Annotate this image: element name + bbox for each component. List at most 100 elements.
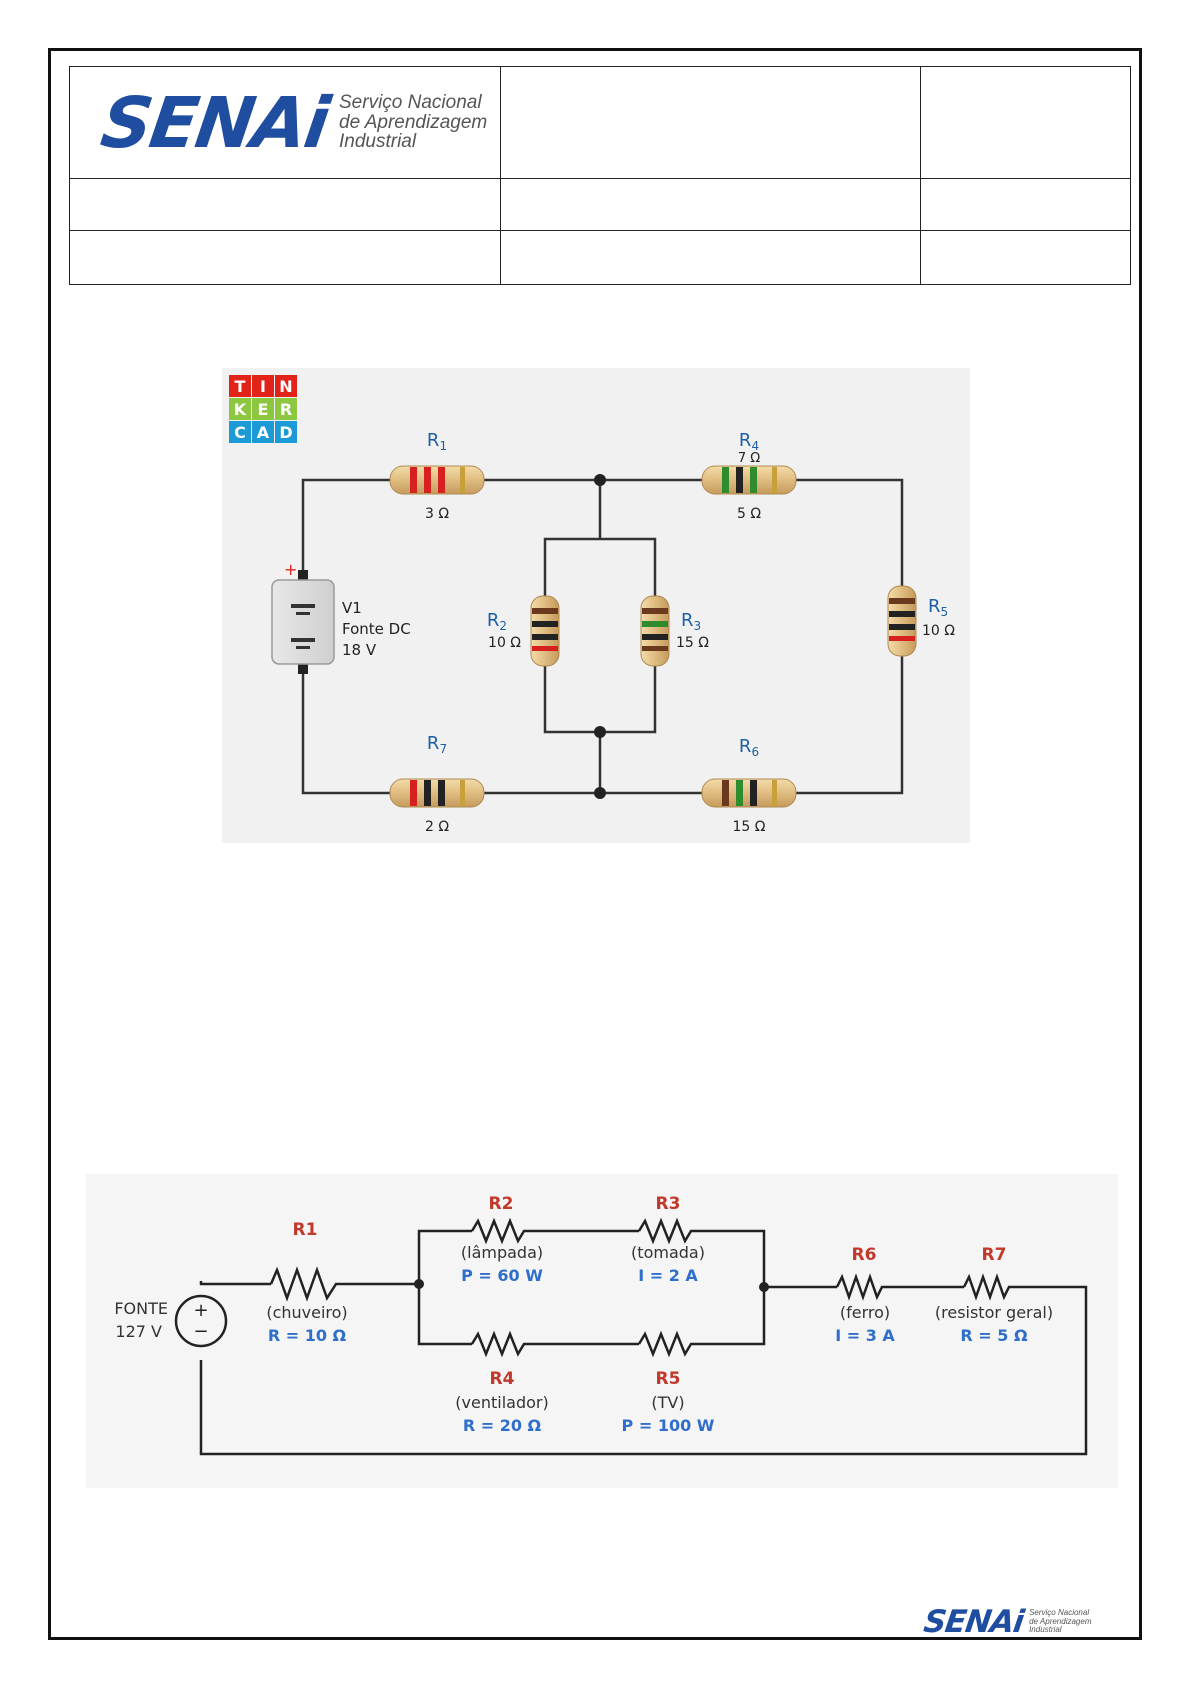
tinkercad-tile: K	[229, 398, 251, 420]
schematic-svg: + − FONTE 127 V R1 (chuveiro) R = 10 Ω R…	[114, 1194, 1088, 1456]
battery-name-label: V1	[342, 599, 362, 617]
header-title-cell	[500, 66, 921, 179]
r4-zigzag	[470, 1330, 530, 1358]
circuit-junctions	[594, 474, 606, 799]
wire	[796, 656, 904, 795]
junction-dot	[594, 787, 606, 799]
wire	[417, 1229, 472, 1284]
tinkercad-letter: N	[279, 377, 292, 396]
r1-value: 3 Ω	[425, 506, 449, 522]
r1-label: R1	[427, 430, 447, 453]
resistor-r4: R4 7 Ω 5 Ω	[701, 430, 797, 522]
r6-zigzag	[835, 1273, 891, 1301]
page-border	[48, 48, 1142, 1640]
r7-name: R7	[982, 1245, 1007, 1265]
wire	[301, 478, 390, 578]
r7-value: 2 Ω	[425, 819, 449, 835]
wire	[199, 1285, 1088, 1456]
tinkercad-letter: C	[234, 423, 246, 442]
tinkercad-tile: I	[252, 375, 274, 397]
r4-value: 5 Ω	[737, 506, 761, 522]
battery-plus-label: +	[284, 560, 297, 579]
tinkercad-tile: D	[275, 421, 297, 443]
battery-type-label: Fonte DC	[342, 620, 411, 638]
r7-label: R7	[427, 733, 447, 756]
r1-zigzag	[269, 1266, 341, 1302]
wire	[199, 1281, 271, 1286]
junction-dot	[414, 1279, 424, 1289]
r1-name: R1	[293, 1220, 318, 1240]
junction-dot	[759, 1282, 769, 1292]
tinkercad-tile: R	[275, 398, 297, 420]
r3-zigzag	[637, 1217, 697, 1245]
source-voltage-label: 127 V	[115, 1322, 162, 1341]
senai-logo-subtitle: Serviço Nacional de Aprendizagem Industr…	[339, 92, 488, 153]
tinkercad-letter: D	[279, 423, 292, 442]
r4-name: R4	[490, 1369, 515, 1389]
r3-value: 15 Ω	[676, 635, 709, 651]
header-cell-r2c2	[500, 178, 921, 231]
junction-dot	[594, 474, 606, 486]
battery-v1: + V1 Fonte DC 18 V	[271, 560, 411, 674]
senai-logo-line2: de Aprendizagem	[339, 111, 488, 133]
r2-name: R2	[489, 1194, 514, 1214]
resistor-r6: R6 15 Ω	[701, 736, 797, 835]
r7-desc: (resistor geral)	[935, 1303, 1053, 1322]
r4-desc: (ventilador)	[455, 1393, 548, 1412]
r6-value: 15 Ω	[733, 819, 766, 835]
footer-logo-word: SENAi	[921, 1604, 1026, 1640]
r2-label: R2	[487, 610, 507, 633]
resistor-r2: R2 10 Ω	[487, 595, 560, 667]
header-cell-r2c3	[920, 178, 1131, 231]
r6-label: R6	[739, 736, 759, 759]
resistor-r5: R5 10 Ω	[887, 585, 955, 657]
r5-value: 10 Ω	[922, 623, 955, 639]
tinkercad-tile: A	[252, 421, 274, 443]
wire	[543, 537, 657, 596]
tinkercad-letter: A	[257, 423, 270, 442]
junction-dot	[594, 726, 606, 738]
resistor-r7: R7 2 Ω	[389, 733, 485, 835]
resistor-r1: R1 3 Ω	[389, 430, 485, 522]
wire	[796, 478, 904, 586]
schematic-figure: + − FONTE 127 V R1 (chuveiro) R = 10 Ω R…	[86, 1174, 1118, 1488]
tinkercad-tile: C	[229, 421, 251, 443]
header-table: SENAi Serviço Nacional de Aprendizagem I…	[69, 66, 1131, 285]
footer-senai-logo: SENAi Serviço Nacional de Aprendizagem I…	[921, 1604, 1091, 1640]
header-corner-cell	[920, 66, 1131, 179]
r3-label: R3	[681, 610, 701, 633]
r2-zigzag	[470, 1217, 530, 1245]
r5-value: P = 100 W	[622, 1416, 715, 1435]
r4-label: R4	[739, 430, 759, 453]
schematic-junctions	[414, 1279, 769, 1292]
r7-value: R = 5 Ω	[960, 1326, 1028, 1345]
tinkercad-circuit-figure: T I N K E R C A D + V1 Fonte D	[222, 368, 970, 843]
tinkercad-tile: E	[252, 398, 274, 420]
tinkercad-letter: R	[280, 400, 292, 419]
tinkercad-letter: T	[235, 377, 246, 396]
tinkercad-tile: N	[275, 375, 297, 397]
r2-desc: (lâmpada)	[461, 1243, 543, 1262]
r5-name: R5	[656, 1369, 681, 1389]
r3-value: I = 2 A	[638, 1266, 698, 1285]
source-plus-sign: +	[193, 1300, 208, 1321]
voltage-source-circle	[174, 1294, 228, 1348]
header-cell-r3c1	[69, 230, 501, 285]
senai-logo: SENAi Serviço Nacional de Aprendizagem I…	[70, 82, 500, 164]
r5-zigzag	[637, 1330, 697, 1358]
footer-logo-line2: de Aprendizagem	[1029, 1616, 1092, 1626]
tinkercad-logo: T I N K E R C A D	[229, 375, 297, 443]
r1-desc: (chuveiro)	[266, 1303, 347, 1322]
header-cell-r2c1	[69, 178, 501, 231]
r2-value: P = 60 W	[461, 1266, 543, 1285]
r7-zigzag	[962, 1273, 1018, 1301]
battery-voltage-label: 18 V	[342, 641, 377, 659]
r6-desc: (ferro)	[840, 1303, 890, 1322]
senai-logo-word: SENAi	[96, 81, 333, 164]
source-name-label: FONTE	[114, 1299, 168, 1318]
wire	[543, 666, 657, 734]
tinkercad-letter: I	[260, 377, 266, 396]
senai-logo-line3: Industrial	[339, 131, 417, 153]
footer-logo-subtitle: Serviço Nacional de Aprendizagem Industr…	[1029, 1609, 1091, 1634]
footer-logo-line1: Serviço Nacional	[1029, 1608, 1090, 1618]
